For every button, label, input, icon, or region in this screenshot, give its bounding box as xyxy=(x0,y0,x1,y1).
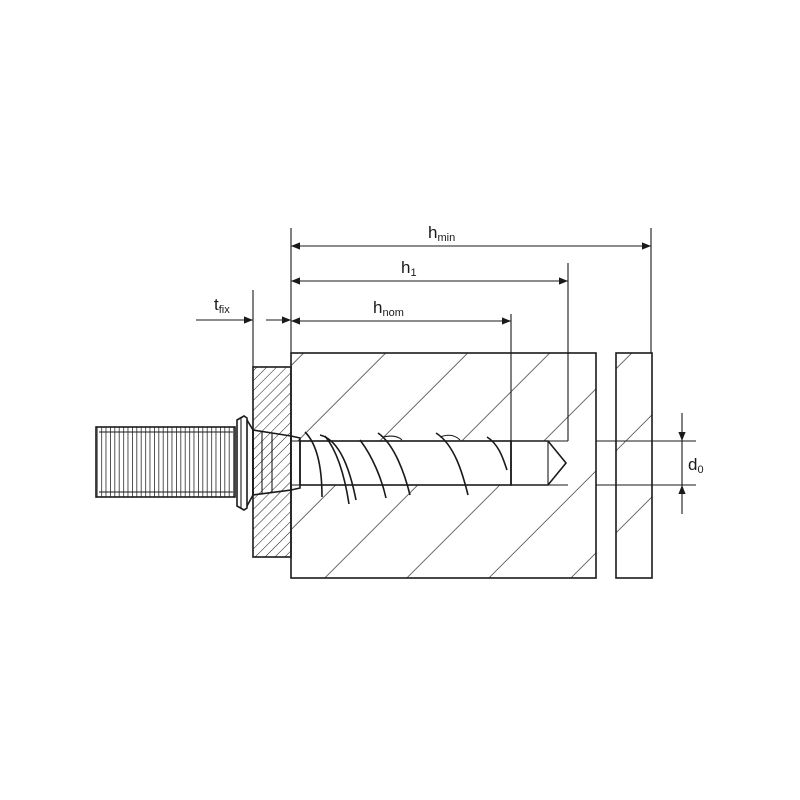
dimension-h-1: h1 xyxy=(291,258,568,285)
dimension-d-0: d0 xyxy=(678,413,704,514)
member-section xyxy=(615,352,653,579)
threaded-stud xyxy=(95,426,236,498)
anchor-collar xyxy=(236,415,254,511)
dimension-h-min: hmin xyxy=(291,223,651,250)
label-d-0: d0 xyxy=(688,455,704,476)
label-t-fix: tfix xyxy=(214,295,230,316)
screw-anchor xyxy=(252,429,568,505)
label-h-min: hmin xyxy=(428,223,455,244)
label-h-nom: hnom xyxy=(373,298,404,319)
label-h-1: h1 xyxy=(401,258,417,279)
dimension-t-fix: tfix xyxy=(196,295,291,324)
dimension-h-nom: hnom xyxy=(291,298,511,325)
